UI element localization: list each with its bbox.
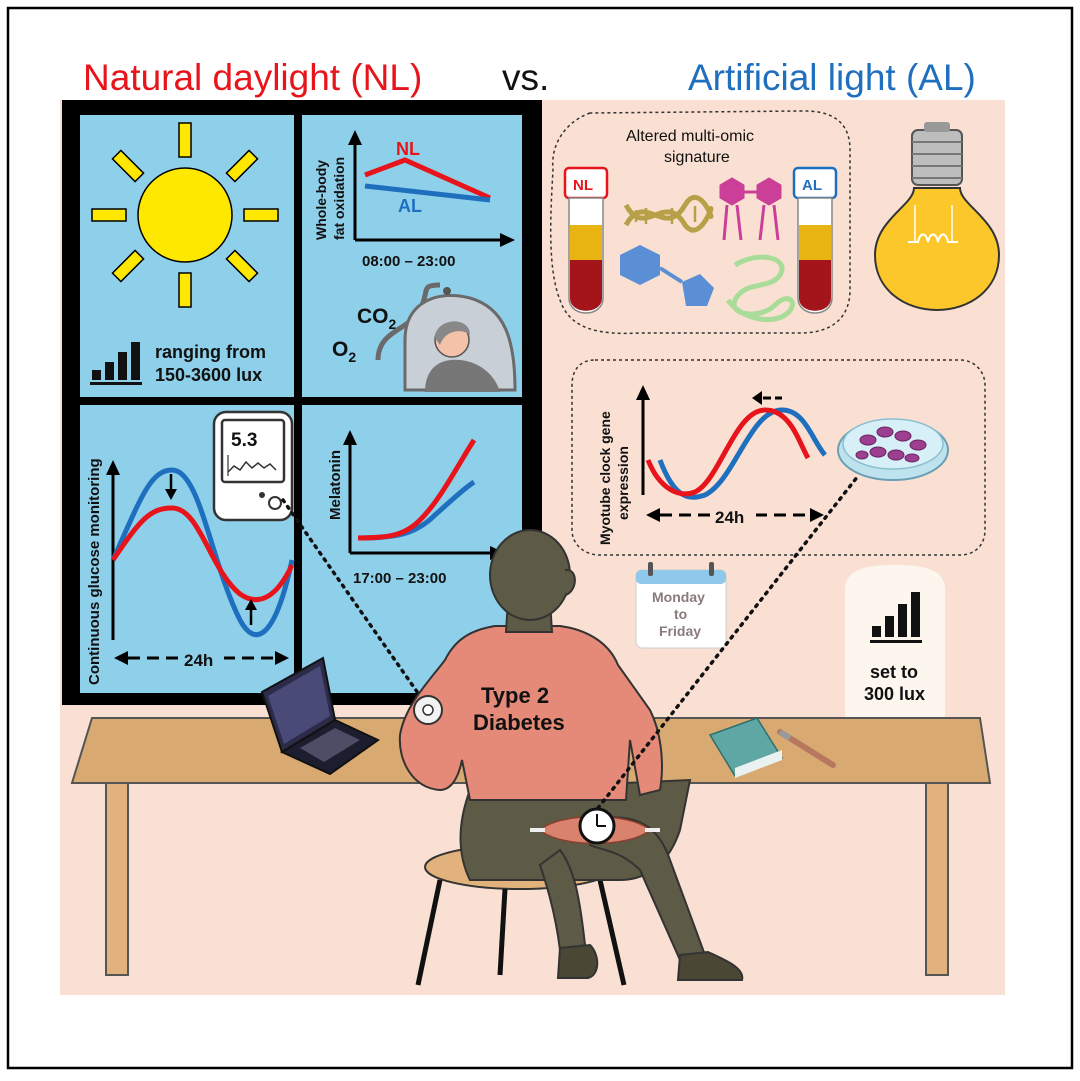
notebook-icon bbox=[708, 717, 784, 778]
al-tube: AL bbox=[792, 166, 838, 314]
clock-nl-line bbox=[645, 407, 811, 497]
glucose-xlabel: 24h bbox=[184, 651, 213, 670]
co2-label: CO2 bbox=[357, 305, 397, 332]
light-bulb-icon bbox=[873, 122, 1001, 312]
calendar-icon: Monday to Friday bbox=[635, 562, 727, 649]
pen-icon bbox=[777, 729, 836, 768]
omics-panel: Altered multi-omic signature NL AL bbox=[549, 110, 851, 335]
shirt-text-1: Type 2 bbox=[481, 683, 549, 708]
fat-ox-ylabel-1: Whole-body bbox=[313, 160, 329, 240]
calendar-line1: Monday bbox=[652, 589, 705, 605]
dna-icon bbox=[623, 194, 714, 233]
muscle-leader-line bbox=[596, 474, 860, 810]
title-artificial-light: Artificial light (AL) bbox=[688, 57, 976, 98]
melatonin-plot: Melatonin 17:00 – 23:00 bbox=[327, 430, 505, 587]
melatonin-xlabel: 17:00 – 23:00 bbox=[353, 570, 446, 587]
shirt-text-2: Diabetes bbox=[473, 710, 565, 735]
calendar-line2: to bbox=[674, 606, 687, 622]
omics-title-1: Altered multi-omic bbox=[626, 128, 754, 145]
fat-ox-nl-label: NL bbox=[396, 139, 420, 159]
person: Type 2 Diabetes bbox=[398, 529, 744, 981]
myotube-clock-panel: 24h Myotube clock gene expression bbox=[571, 359, 986, 556]
glucose-meter-icon: 5.3 bbox=[212, 410, 294, 522]
fat-ox-al-label: AL bbox=[398, 196, 422, 216]
fat-ox-nl-line bbox=[364, 157, 492, 201]
fat-ox-al-line bbox=[364, 183, 491, 203]
glucose-al-line bbox=[110, 467, 295, 638]
fat-ox-ylabel-2: fat oxidation bbox=[331, 157, 347, 240]
laptop-icon bbox=[260, 656, 380, 776]
clock-ylabel-1: Myotube clock gene bbox=[597, 411, 613, 545]
petri-dish-icon bbox=[837, 418, 949, 481]
fat-ox-xlabel: 08:00 – 23:00 bbox=[362, 253, 455, 270]
muscle-clock-icon bbox=[530, 807, 660, 845]
lux-range-line2: 150-3600 lux bbox=[155, 365, 262, 385]
signal-bars-icon bbox=[90, 342, 142, 385]
svg-text:NL: NL bbox=[573, 177, 593, 194]
glucose-nl-line bbox=[110, 505, 295, 602]
svg-text:AL: AL bbox=[802, 177, 822, 194]
glucose-ylabel: Continuous glucose monitoring bbox=[86, 458, 103, 685]
lamp-text-2: 300 lux bbox=[864, 684, 925, 704]
calorimetry-hood: CO2 O2 bbox=[332, 282, 517, 392]
clock-xlabel: 24h bbox=[715, 508, 744, 527]
melatonin-nl-line bbox=[357, 438, 477, 541]
cgm-sensor-icon bbox=[413, 695, 443, 725]
lux-range-line1: ranging from bbox=[155, 342, 266, 362]
metabolite-icon bbox=[620, 245, 714, 306]
nl-tube: NL bbox=[563, 166, 609, 314]
fat-oxidation-plot: NL AL Whole-body fat oxidation 08:00 – 2… bbox=[313, 130, 515, 270]
title-natural-daylight: Natural daylight (NL) bbox=[83, 57, 422, 98]
lipid-icon bbox=[719, 177, 782, 241]
omics-title-2: signature bbox=[664, 149, 730, 166]
o2-label: O2 bbox=[332, 338, 356, 365]
clock-ylabel-2: expression bbox=[615, 446, 631, 520]
title-vs: vs. bbox=[502, 57, 549, 98]
melatonin-ylabel: Melatonin bbox=[327, 450, 344, 520]
glucose-meter-value: 5.3 bbox=[231, 430, 257, 451]
cgm-leader-line bbox=[281, 498, 422, 698]
sun-icon bbox=[91, 122, 279, 308]
lamp-text-1: set to bbox=[870, 662, 918, 682]
window bbox=[62, 100, 542, 705]
calendar-line3: Friday bbox=[659, 623, 701, 639]
glucose-plot: 24h Continuous glucose monitoring bbox=[86, 458, 295, 685]
protein-icon bbox=[725, 254, 795, 323]
lamp-signal-bars-icon bbox=[870, 592, 922, 643]
